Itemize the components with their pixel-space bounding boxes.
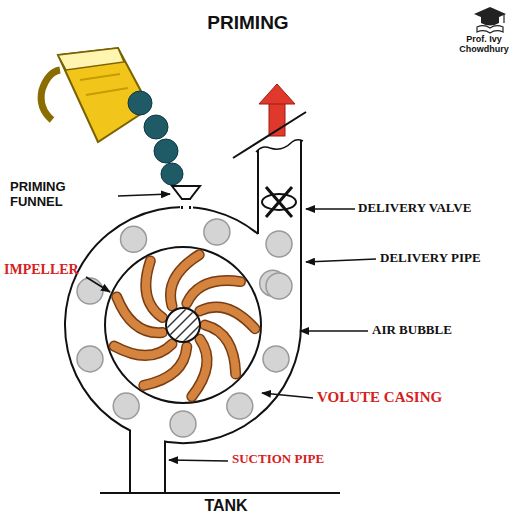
air-bubble	[227, 393, 253, 419]
part-label: AIR BUBBLE	[372, 323, 452, 338]
watermark: Prof. Ivy Chowdhury	[454, 34, 514, 55]
air-bubble	[77, 346, 103, 372]
part-label: PRIMING FUNNEL	[10, 180, 118, 210]
logo-icon	[474, 7, 506, 33]
blade	[200, 307, 255, 329]
air-bubble	[121, 226, 147, 252]
part-label: TANK	[204, 497, 247, 515]
air-bubble	[170, 411, 196, 437]
blade-outline	[187, 281, 241, 304]
volute-casing	[65, 140, 303, 443]
part-label: DELIVERY VALVE	[358, 201, 471, 216]
suction-pipe	[130, 430, 165, 493]
air-bubble	[266, 273, 292, 299]
blade	[146, 261, 162, 318]
air-bubble	[263, 346, 289, 372]
blade	[114, 344, 172, 355]
impeller-blades	[114, 255, 255, 397]
blade-outline	[192, 339, 207, 396]
title: PRIMING	[207, 12, 288, 34]
part-label: VOLUTE CASING	[317, 389, 442, 406]
air-bubbles	[77, 219, 292, 437]
delivery-valve	[262, 187, 296, 217]
tank-line	[100, 492, 340, 494]
flow-arrow	[233, 84, 306, 158]
priming-water	[128, 91, 183, 185]
blade-outline	[146, 261, 162, 318]
blade-outline	[114, 344, 172, 355]
air-bubble	[77, 278, 103, 304]
impeller-hub	[160, 305, 210, 355]
blade	[192, 339, 207, 396]
blade-outline	[200, 307, 255, 329]
air-bubble	[266, 231, 292, 257]
part-label: SUCTION PIPE	[232, 452, 324, 467]
impeller-outline	[105, 247, 261, 403]
air-bubble	[113, 393, 139, 419]
leader-lines	[86, 194, 376, 461]
air-bubble	[204, 219, 230, 245]
part-label: IMPELLER	[4, 262, 79, 278]
blade	[187, 281, 241, 304]
part-label: DELIVERY PIPE	[380, 251, 481, 266]
